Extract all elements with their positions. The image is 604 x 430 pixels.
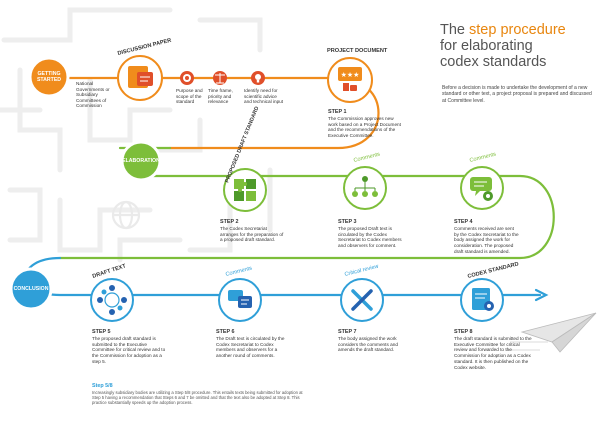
path-arrowhead [534,288,549,302]
step1-label: STEP 1 [328,109,347,115]
title-line1-pre: The [440,22,470,38]
chat-doc-icon [228,290,252,308]
step6-text: The Draft text is circulated by the Code… [216,336,285,359]
globe-icon [111,200,141,230]
lightbulb-icon [255,74,261,83]
label-critical-review: Critical review [344,263,380,277]
step5-text: The proposed draft standard is submitted… [92,336,166,364]
label-project-document: PROJECT DOCUMENT [327,48,388,54]
identify-text: Identify need for scientific advice and … [244,88,284,105]
initiators-text: National Governments or Subsidiary Commi… [76,81,110,109]
step5-label: STEP 5 [92,329,111,335]
scale-icon [215,73,225,84]
intro-text: Before a decision is made to undertake t… [442,85,592,104]
step8-label: STEP 8 [454,329,473,335]
step7-text: The body assigned the work considers the… [338,336,398,353]
step2-text: The Codex Secretariat arranges for the p… [220,226,284,243]
title-line1-accent: step procedure [469,22,566,38]
timeframe-text: Time frame, priority and relevance [208,88,233,105]
page-title: The step procedure for elaborating codex… [440,22,600,70]
svg-text:★★★: ★★★ [341,71,360,79]
tools-icon [351,289,373,311]
paper-plane-icon [506,312,597,353]
purpose-text: Purpose and scope of the standard [176,88,203,105]
footnote-label: Step 5/8 [92,383,113,389]
label-comments-a: Comments [353,152,381,164]
label-codex-standard: CODEX STANDARD [467,261,519,280]
step8-text: The draft standard is submitted to the E… [454,336,532,370]
phase-elaboration: ELABORATION [122,158,160,164]
certificate-icon [472,288,494,311]
footnote-text: Increasingly subsidiary bodies are utili… [92,390,303,405]
step4-text: Comments received are sent by the Codex … [454,226,519,254]
title-line3: codex standards [440,54,547,70]
badge-elaboration [120,140,162,182]
label-draft-text: DRAFT TEXT [92,263,128,280]
document-icon [128,66,153,88]
step7-label: STEP 7 [338,329,357,335]
phase-conclusion: CONCLUSION [13,286,49,292]
puzzle-icon [234,179,256,201]
step6-label: STEP 6 [216,329,235,335]
label-comments-b: Comments [469,152,497,164]
step1-text: The Commission approves new work based o… [328,116,401,139]
step4-label: STEP 4 [454,219,473,225]
node-step5 [90,278,134,322]
rating-icon: ★★★ [338,67,362,91]
target-icon [183,74,191,82]
phase-getting-started: GETTING STARTED [36,71,62,83]
title-line2: for elaborating [440,38,533,54]
step3-label: STEP 3 [338,219,357,225]
label-comments-c: Comments [225,266,253,278]
step3-text: The proposed Draft text is circulated by… [338,226,402,249]
comment-gear-icon [470,177,493,201]
team-icon [97,285,127,315]
label-discussion-paper: DISCUSSION PAPER [117,38,172,57]
step2-label: STEP 2 [220,219,239,225]
badge-getting-started [28,56,70,98]
badge-conclusion [9,267,53,311]
network-icon [352,176,378,197]
